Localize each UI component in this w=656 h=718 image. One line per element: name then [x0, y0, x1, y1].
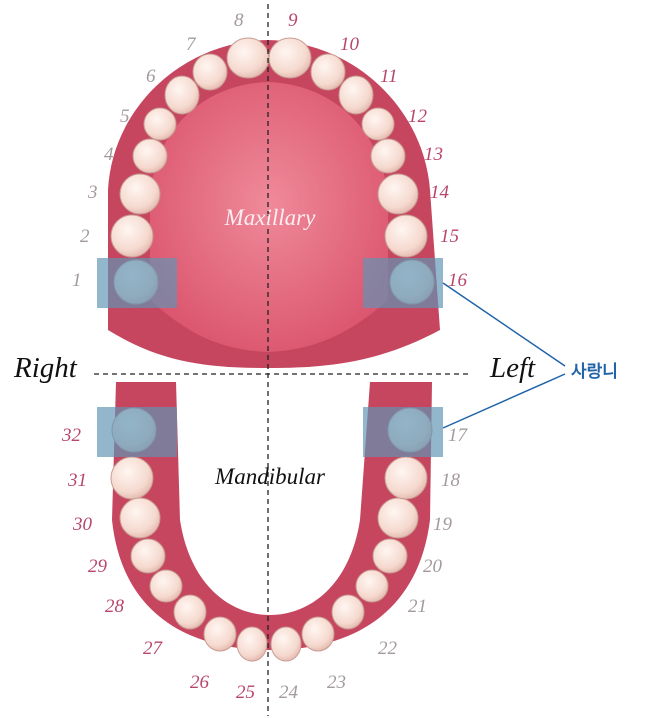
tooth-number: 21	[408, 596, 427, 617]
tooth-14	[377, 173, 419, 215]
tooth-21	[355, 569, 389, 603]
tooth-number: 3	[87, 182, 98, 203]
tooth-number: 17	[448, 425, 469, 446]
highlight-tooth-16	[363, 258, 443, 308]
tooth-22	[331, 594, 365, 630]
tooth-number: 7	[186, 34, 197, 55]
wisdom-tooth-highlights	[97, 258, 443, 457]
tooth-5	[143, 107, 177, 141]
highlight-tooth-1	[97, 258, 177, 308]
tooth-number: 29	[88, 556, 108, 577]
tooth-13	[370, 138, 406, 174]
tooth-number: 22	[378, 638, 398, 659]
tooth-9	[268, 37, 312, 79]
tooth-number: 1	[72, 270, 82, 291]
tooth-number: 2	[80, 226, 90, 247]
tooth-number: 13	[424, 144, 443, 165]
tooth-20	[372, 538, 408, 574]
tooth-number: 27	[143, 638, 164, 659]
tooth-number: 6	[146, 66, 156, 87]
right-label: Right	[13, 352, 78, 384]
tooth-29	[130, 538, 166, 574]
tooth-number: 5	[120, 106, 130, 127]
tooth-12	[361, 107, 395, 141]
tooth-28	[149, 569, 183, 603]
tooth-11	[338, 75, 374, 115]
tooth-2	[110, 214, 154, 258]
maxillary-palate	[150, 82, 388, 352]
tooth-number: 11	[380, 66, 398, 87]
tooth-number: 19	[433, 514, 453, 535]
highlight-tooth-17	[363, 407, 443, 457]
tooth-3	[119, 173, 161, 215]
tooth-23	[301, 616, 335, 652]
tooth-number: 28	[105, 596, 125, 617]
tooth-15	[384, 214, 428, 258]
tooth-number: 9	[288, 10, 298, 31]
tooth-number: 14	[430, 182, 450, 203]
tooth-27	[173, 594, 207, 630]
left-label: Left	[489, 352, 536, 384]
tooth-25	[236, 626, 268, 662]
tooth-18	[384, 456, 428, 500]
tooth-number: 24	[279, 682, 299, 703]
tooth-26	[203, 616, 237, 652]
tooth-10	[310, 53, 346, 91]
tooth-31	[110, 456, 154, 500]
tooth-number: 15	[440, 226, 459, 247]
highlight-tooth-32	[97, 407, 177, 457]
tooth-number: 25	[236, 682, 255, 703]
tooth-number: 4	[104, 144, 114, 165]
tooth-number: 20	[423, 556, 443, 577]
tooth-30	[119, 497, 161, 539]
callout-line-lower	[442, 373, 566, 429]
tooth-number: 10	[340, 34, 360, 55]
tooth-24	[270, 626, 302, 662]
wisdom-tooth-callout: 사랑니	[571, 362, 618, 382]
tooth-number: 31	[67, 470, 87, 491]
tooth-number: 26	[190, 672, 210, 693]
tooth-number: 16	[448, 270, 468, 291]
tooth-number: 23	[327, 672, 346, 693]
tooth-number: 32	[61, 425, 82, 446]
upper-tooth-numbers: 1 2 3 4 5 6 7 8 9 10 11 12 13 14 15 16	[72, 10, 468, 291]
maxillary-label: Maxillary	[224, 205, 316, 230]
tooth-4	[132, 138, 168, 174]
tooth-7	[192, 53, 228, 91]
tooth-number: 30	[72, 514, 93, 535]
mandibular-label: Mandibular	[214, 464, 326, 489]
tooth-number: 12	[408, 106, 428, 127]
mandibular-gum	[112, 382, 432, 650]
tooth-6	[164, 75, 200, 115]
tooth-19	[377, 497, 419, 539]
lower-tooth-numbers: 17 18 19 20 21 22 23 24 25 26 27 28 29 3…	[61, 425, 469, 703]
tooth-number: 8	[234, 10, 244, 31]
callout-line-upper	[442, 282, 566, 367]
tooth-number: 18	[441, 470, 461, 491]
tooth-8	[226, 37, 270, 79]
